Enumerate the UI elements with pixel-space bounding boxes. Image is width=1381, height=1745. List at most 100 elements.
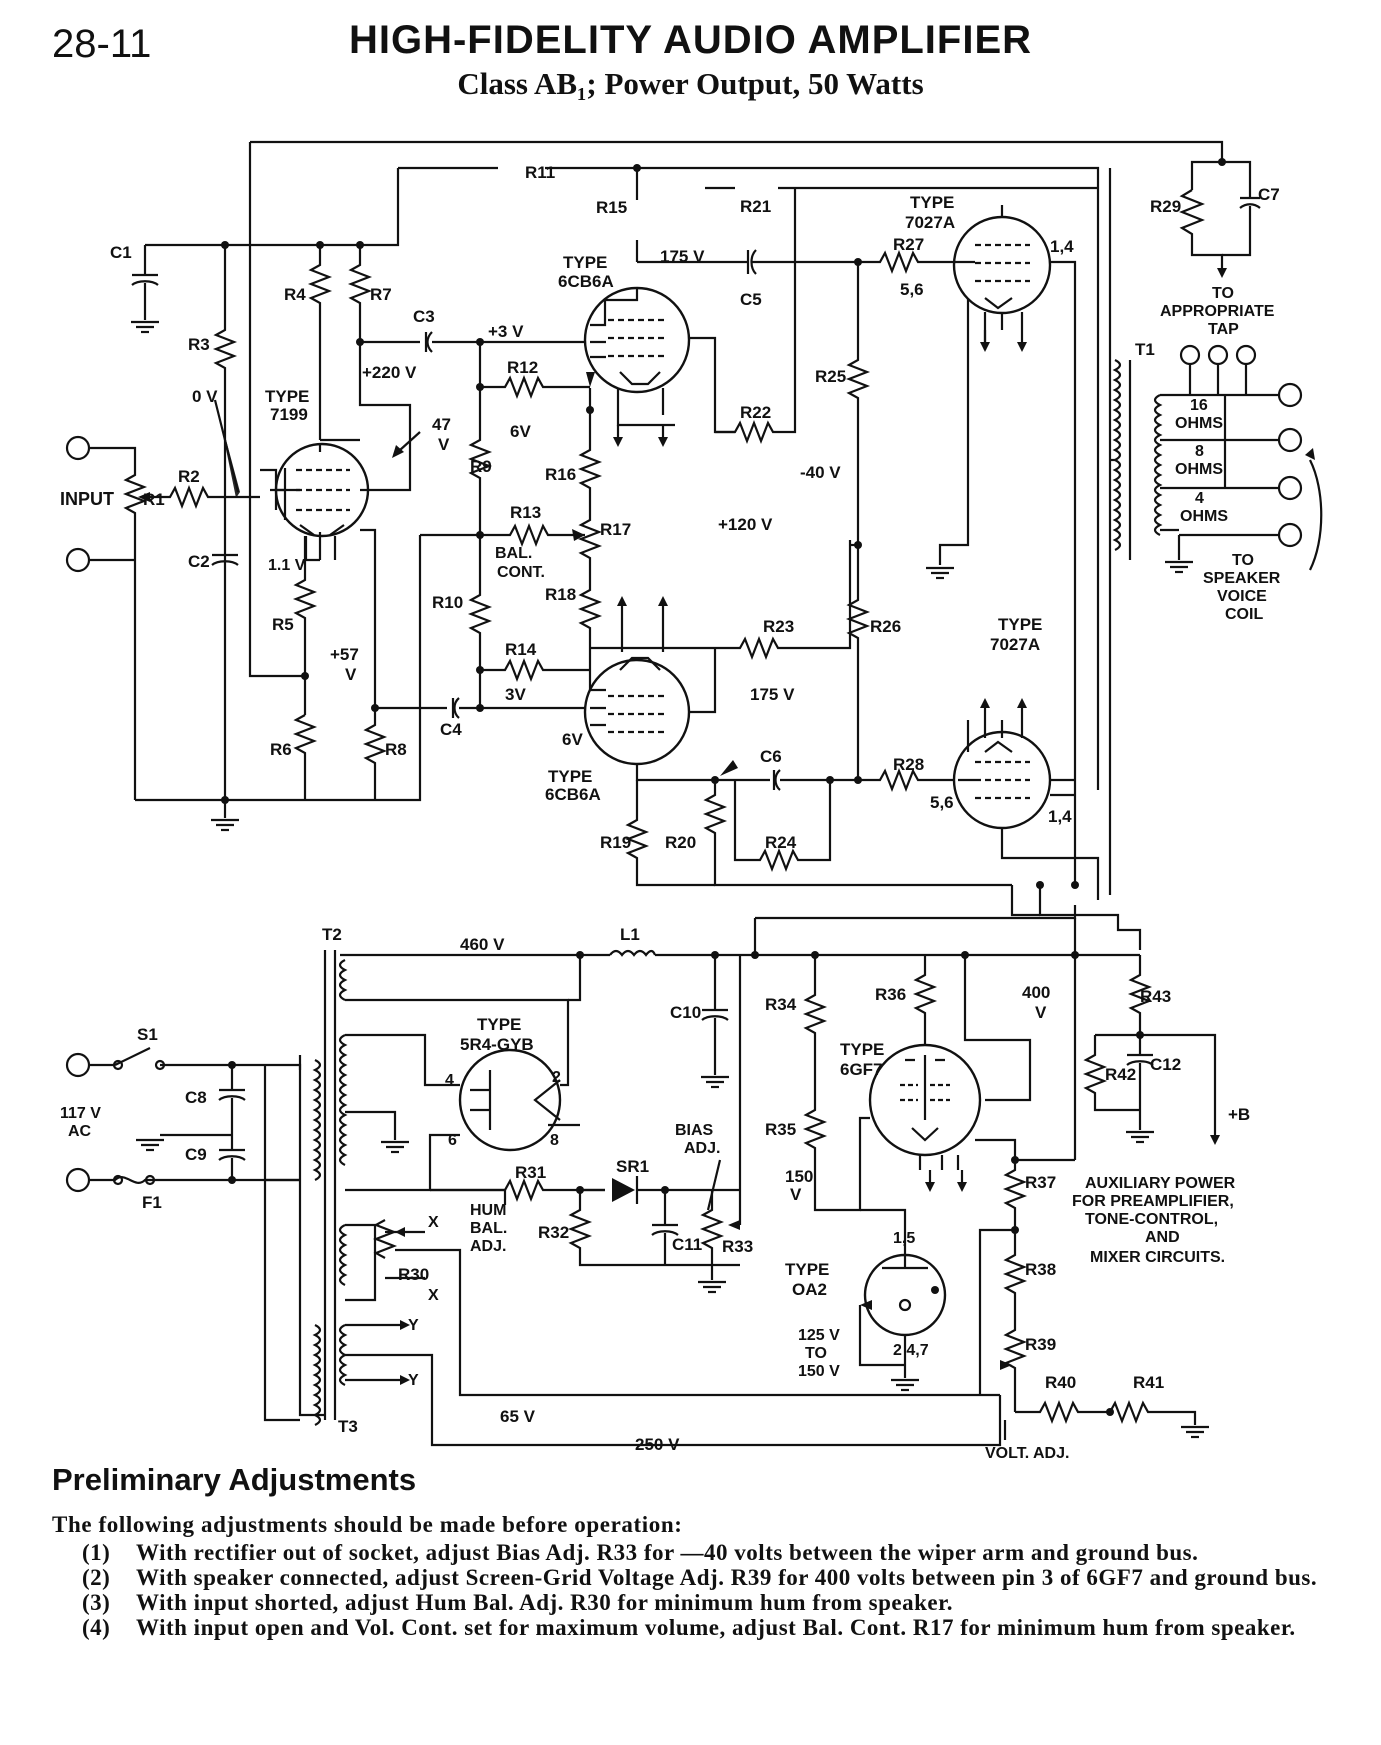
input-label: INPUT: [60, 489, 114, 509]
speaker-line1: TO: [1232, 552, 1254, 569]
y-top: Y: [408, 1317, 419, 1334]
v6v-top-label: 6V: [510, 422, 531, 441]
t3-label: T3: [338, 1417, 358, 1436]
tube-6gf7-label: 6GF7: [840, 1060, 883, 1079]
adjustments-list: (1)With rectifier out of socket, adjust …: [82, 1540, 1337, 1640]
ohms16-label: OHMS: [1175, 415, 1223, 432]
type-6cb6a-top-label: TYPE: [563, 253, 607, 272]
r21-label: R21: [740, 197, 771, 216]
ac-line1: 117 V: [60, 1105, 101, 1122]
hum-bal-line2: BAL.: [470, 1220, 507, 1237]
speaker-line3: VOICE: [1217, 588, 1267, 605]
r4-label: R4: [284, 285, 306, 304]
v0v-label: 0 V: [192, 387, 218, 406]
v150v-label: 150 V: [798, 1363, 840, 1380]
r19-label: R19: [600, 833, 631, 852]
r18-label: R18: [545, 585, 576, 604]
adjustments-heading: Preliminary Adjustments: [52, 1462, 417, 1497]
r14-label: R14: [505, 640, 537, 659]
pin247-oa2: 2 4,7: [893, 1342, 929, 1359]
v400-label: 400: [1022, 983, 1050, 1002]
plus-b-label: +B: [1228, 1105, 1250, 1124]
r31-label: R31: [515, 1163, 546, 1182]
v47-unit-label: V: [438, 435, 450, 454]
y-bottom: Y: [408, 1372, 419, 1389]
list-item: (2)With speaker connected, adjust Screen…: [82, 1565, 1337, 1590]
page-number: 28-11: [52, 22, 152, 66]
hum-bal-line1: HUM: [470, 1202, 506, 1219]
v57-unit-label: V: [345, 665, 357, 684]
list-item: (3)With input shorted, adjust Hum Bal. A…: [82, 1590, 1337, 1615]
c10-label: C10: [670, 1003, 701, 1022]
c3-label: C3: [413, 307, 435, 326]
tube-oa2-label: OA2: [792, 1280, 827, 1299]
r30-label: R30: [398, 1265, 429, 1284]
tube-7027a-bottom-label: 7027A: [990, 635, 1040, 654]
bias-adj-line2: ADJ.: [684, 1140, 720, 1157]
v11v-label: 1.1 V: [268, 557, 306, 574]
list-item: (1)With rectifier out of socket, adjust …: [82, 1540, 1337, 1565]
r7-label: R7: [370, 285, 392, 304]
v460-label: 460 V: [460, 935, 505, 954]
aux-line4: AND: [1145, 1229, 1180, 1246]
volt-adj-label: VOLT. ADJ.: [985, 1445, 1069, 1460]
t2-label: T2: [322, 925, 342, 944]
r12-label: R12: [507, 358, 538, 377]
v6v-bottom-label: 6V: [562, 730, 583, 749]
c1-label: C1: [110, 243, 132, 262]
aux-line1: AUXILIARY POWER: [1085, 1175, 1236, 1192]
v150-label: 150: [785, 1167, 813, 1186]
sr1-label: SR1: [616, 1157, 649, 1176]
f1-label: F1: [142, 1193, 162, 1212]
v65-label: 65 V: [500, 1407, 536, 1426]
r13-label: R13: [510, 503, 541, 522]
r24-label: R24: [765, 833, 797, 852]
r28-label: R28: [893, 755, 924, 774]
bal-cont-line2: CONT.: [497, 564, 545, 581]
ohms4-num: 4: [1195, 490, 1204, 507]
v47-label: 47: [432, 415, 451, 434]
r37-label: R37: [1025, 1173, 1056, 1192]
ohms8-label: OHMS: [1175, 461, 1223, 478]
r10-label: R10: [432, 593, 463, 612]
ohms8-num: 8: [1195, 443, 1204, 460]
step-text: With input open and Vol. Cont. set for m…: [136, 1615, 1296, 1640]
r39-label: R39: [1025, 1335, 1056, 1354]
pin56-top-label: 5,6: [900, 280, 924, 299]
tube-7027a-top-label: 7027A: [905, 213, 955, 232]
r25-label: R25: [815, 367, 846, 386]
pin14-bottom-label: 1,4: [1048, 807, 1072, 826]
speaker-line4: COIL: [1225, 606, 1263, 623]
step-number: (3): [82, 1590, 111, 1615]
type-7199-label: TYPE: [265, 387, 309, 406]
tube-6cb6a-top-label: 6CB6A: [558, 272, 614, 291]
v250-label: 250 V: [635, 1435, 680, 1454]
tube-5r4-label: 5R4-GYB: [460, 1035, 534, 1054]
r23-label: R23: [763, 617, 794, 636]
r29-label: R29: [1150, 197, 1181, 216]
tube-7199-label: 7199: [270, 405, 308, 424]
aux-line2: FOR PREAMPLIFIER,: [1072, 1193, 1234, 1210]
c7-label: C7: [1258, 185, 1280, 204]
aux-line3: TONE-CONTROL,: [1085, 1211, 1218, 1228]
type-oa2-label: TYPE: [785, 1260, 829, 1279]
v125-to-label: TO: [805, 1345, 827, 1362]
v150-unit-label: V: [790, 1185, 802, 1204]
type-7027a-top-label: TYPE: [910, 193, 954, 212]
pin15-oa2: 1,5: [893, 1230, 915, 1247]
step-number: (4): [82, 1615, 111, 1640]
r34-label: R34: [765, 995, 797, 1014]
ohms16-num: 16: [1190, 397, 1208, 414]
ohms4-label: OHMS: [1180, 508, 1228, 525]
r36-label: R36: [875, 985, 906, 1004]
x-hum-top: X: [428, 1214, 439, 1231]
v400-unit-label: V: [1035, 1003, 1047, 1022]
x-hum-bottom: X: [428, 1287, 439, 1304]
hum-bal-line3: ADJ.: [470, 1238, 506, 1255]
c2-label: C2: [188, 552, 210, 571]
r41-label: R41: [1133, 1373, 1164, 1392]
v125-label: 125 V: [798, 1327, 840, 1344]
page-subtitle: Class AB₁; Power Output, 50 Watts: [457, 66, 924, 101]
r16-label: R16: [545, 465, 576, 484]
r15-label: R15: [596, 198, 627, 217]
